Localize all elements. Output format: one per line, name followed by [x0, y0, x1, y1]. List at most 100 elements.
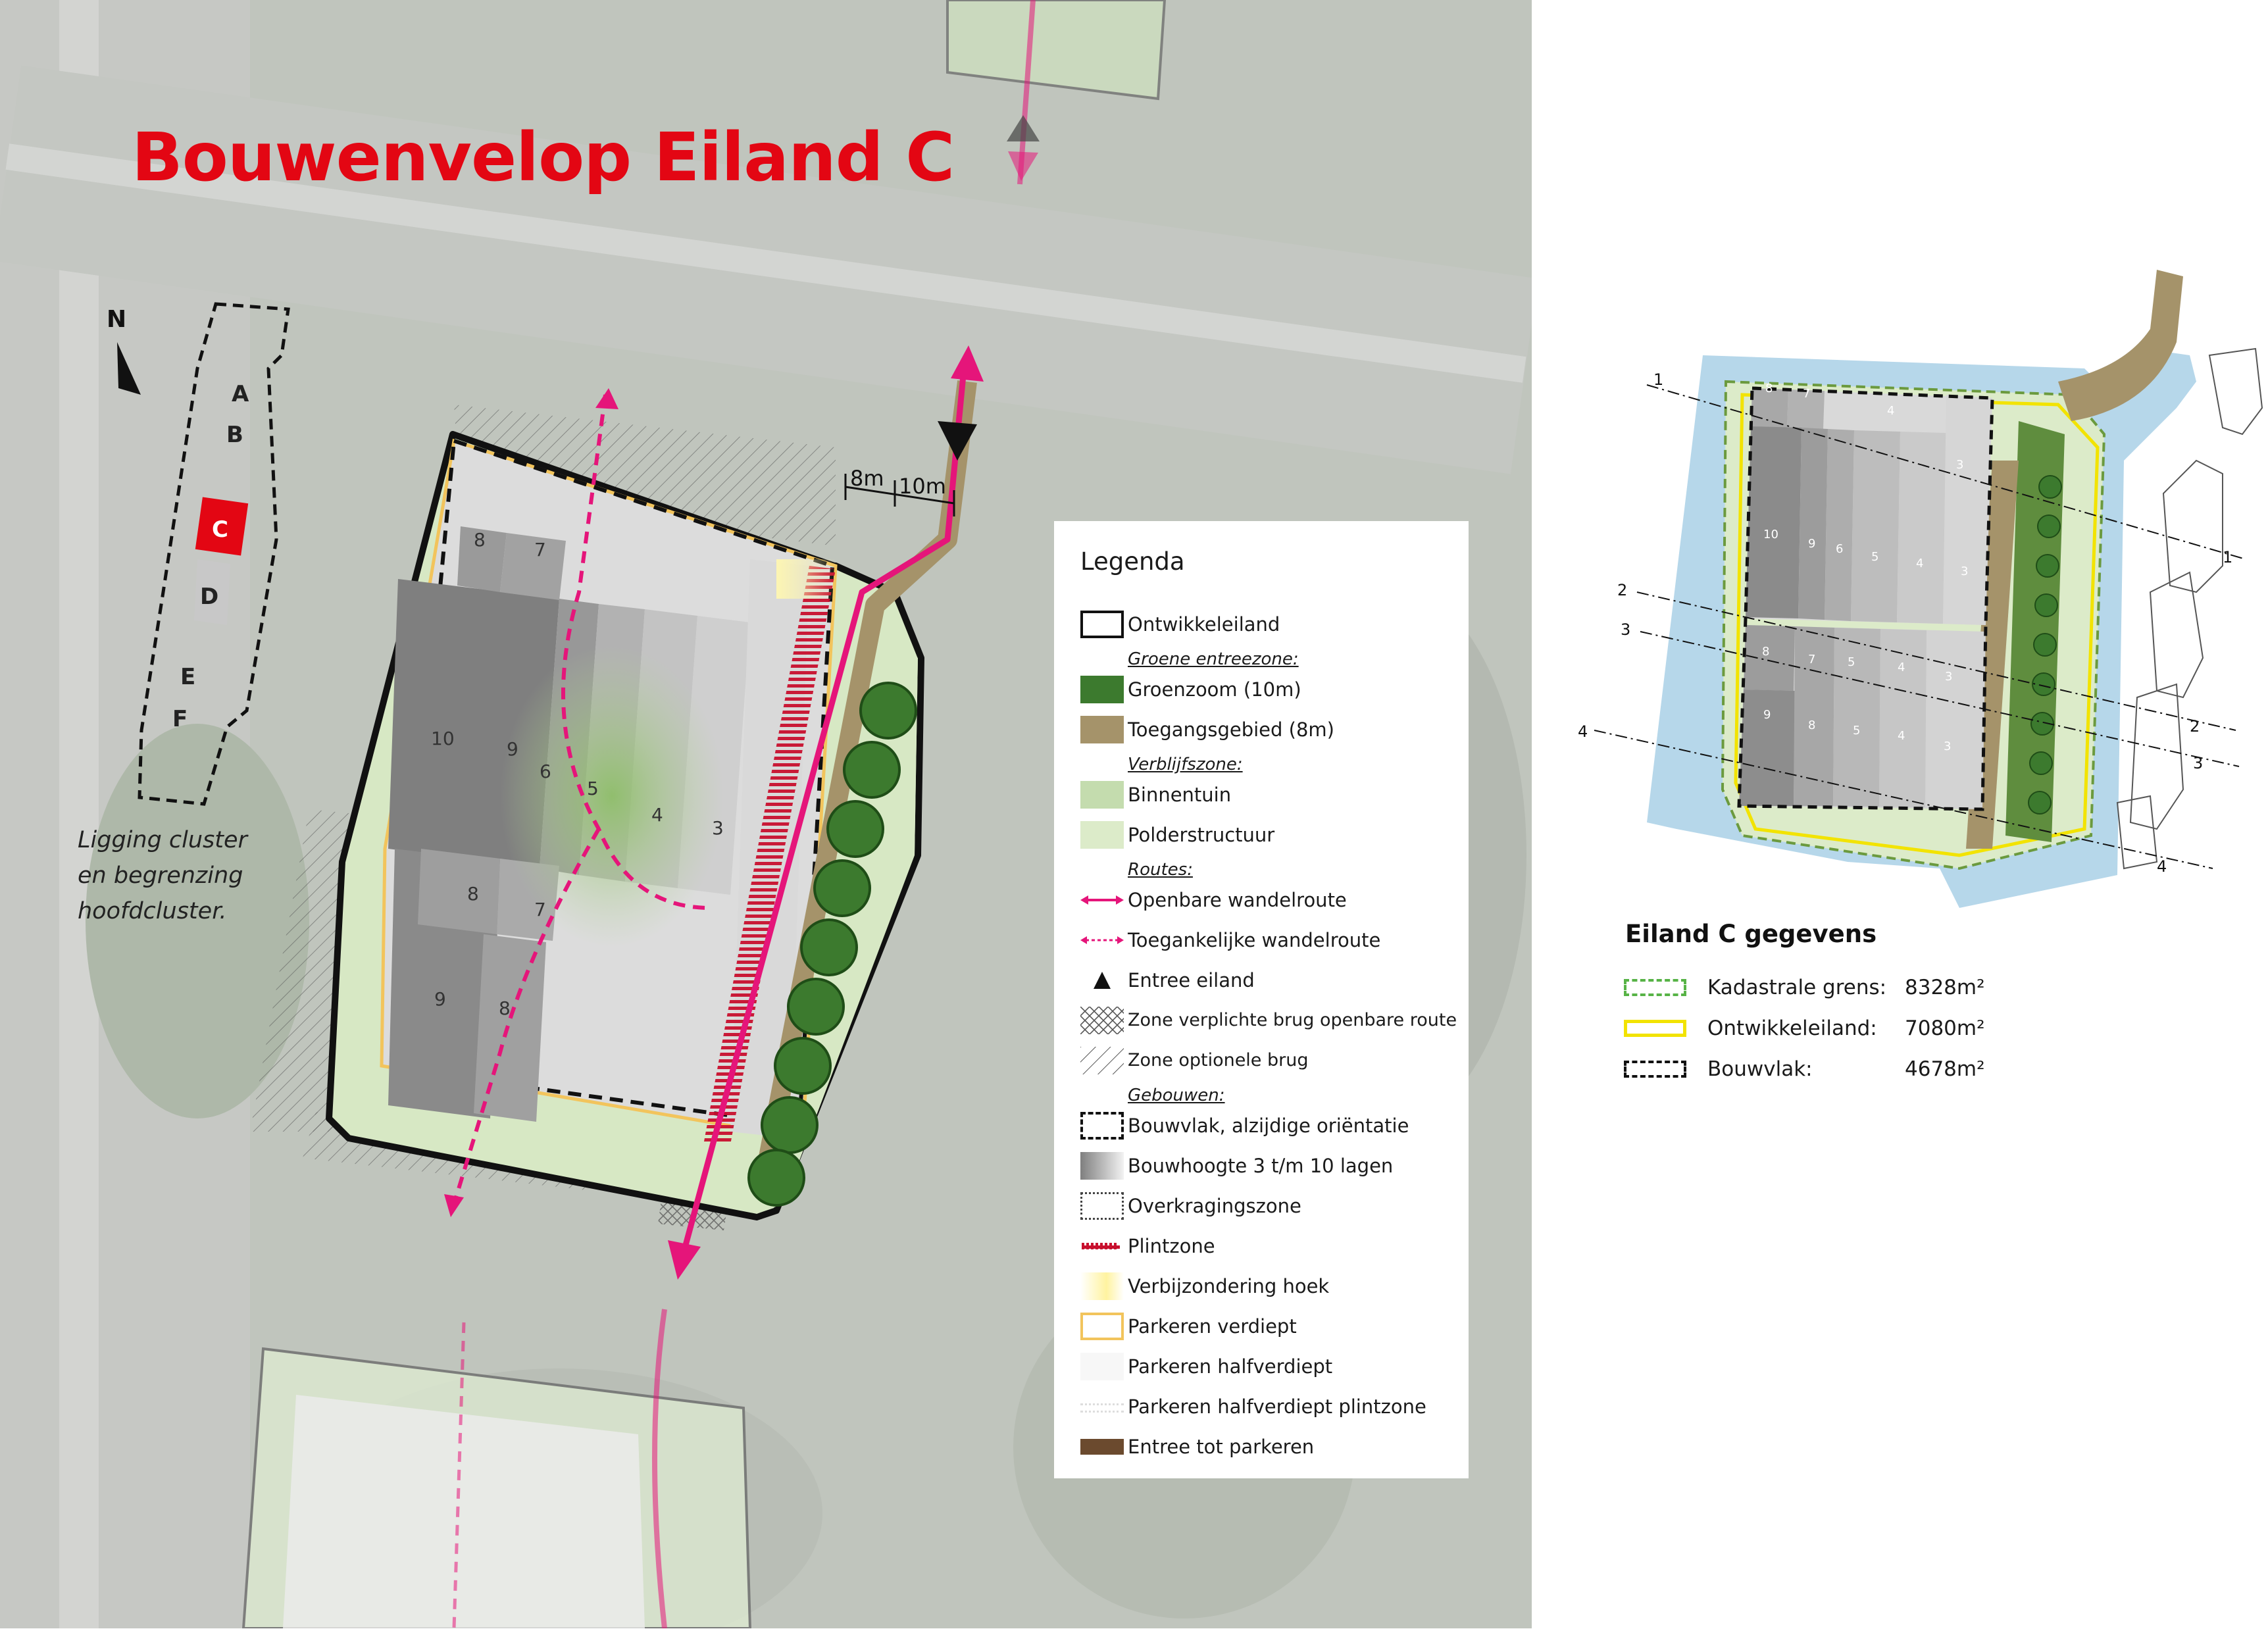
section-lines [1594, 384, 2246, 869]
legend-item: Groenzoom (10m) [1080, 669, 1469, 709]
legend-item: Toegangsgebied (8m) [1080, 709, 1469, 749]
section-height-s-8: 4 [1898, 729, 1905, 743]
section-height-s-5: 9 [1763, 708, 1771, 722]
section-height-s-2: 5 [1848, 655, 1855, 669]
cluster-label-a: A [232, 381, 249, 407]
bouwvlak-swatch [1080, 1111, 1124, 1140]
section-height-s-0: 8 [1762, 645, 1769, 659]
data-value: 7080m² [1905, 1016, 1985, 1040]
section-h6-n [1825, 429, 1854, 621]
data-row-bouwvlak: Bouwvlak: 4678m² [1624, 1049, 1985, 1090]
bouwvlak-data-swatch [1624, 1061, 1686, 1078]
section-tree-row [2028, 475, 2062, 815]
data-label: Ontwikkeleiland: [1707, 1016, 1877, 1040]
entree-eiland-triangle [938, 421, 977, 461]
legend-heading-label: Verblijfszone: [1128, 755, 1243, 774]
legend-heading-label: Routes: [1128, 860, 1193, 880]
plintzone [704, 566, 836, 1145]
toegankelijke-arrow-north [595, 388, 618, 409]
plan-height-s-3: 8 [499, 997, 511, 1019]
section-h5-n [1851, 430, 1900, 622]
legend-label: Toegankelijke wandelroute [1128, 928, 1381, 951]
legend-label: Bouwvlak, alzijdige oriëntatie [1128, 1114, 1409, 1137]
plan-height-s-1: 7 [534, 899, 546, 920]
legend-panel: Legenda Ontwikkeleiland Groene entreezon… [1054, 521, 1469, 1478]
height-8-south-a [418, 849, 500, 934]
data-panel-title: Eiland C gegevens [1625, 920, 1877, 948]
legend-label: Ontwikkeleiland [1128, 613, 1280, 636]
bouwhoogte-swatch [1080, 1151, 1124, 1180]
section-height-s-6: 8 [1808, 718, 1815, 732]
legend-label: Parkeren halfverdiept [1128, 1355, 1333, 1378]
legend-label: Entree eiland [1128, 968, 1255, 991]
legend-item: Toegankelijke wandelroute [1080, 920, 1469, 960]
location-caption: Ligging cluster en begrenzing hoofdclust… [78, 822, 295, 929]
section-label-4-start: 4 [1578, 722, 1588, 741]
polderstructuur-swatch [1080, 820, 1124, 849]
section-label-1-end: 1 [2223, 548, 2232, 566]
route-north-faint-arrow [1008, 151, 1038, 181]
dimension-groen: 10m [899, 474, 946, 499]
legend-item: Entree eiland [1080, 960, 1469, 1000]
section-access-link [2058, 270, 2183, 421]
legend-title: Legenda [1080, 547, 1185, 576]
section-line-labels: 1 1 2 2 3 3 4 4 [1578, 370, 2232, 876]
legend-label: Bouwhoogte 3 t/m 10 lagen [1128, 1154, 1394, 1177]
north-arrow: N [107, 306, 141, 395]
route-south-faint [652, 1309, 667, 1629]
section-houses-east [2116, 347, 2263, 870]
legend-item: Verbijzondering hoek [1080, 1266, 1469, 1306]
kadastrale-grens-swatch [1624, 979, 1686, 996]
toegangsgebied-swatch [1080, 715, 1124, 743]
entree-parkeren-swatch [1080, 1438, 1124, 1455]
section-h4-n [1897, 432, 1946, 624]
legend-item: Plintzone [1080, 1226, 1469, 1266]
groenzoom-swatch [1080, 675, 1124, 703]
section-h9-n [1798, 428, 1828, 620]
section-h8-s [1744, 625, 1795, 691]
legend-label: Parkeren verdiept [1128, 1315, 1297, 1338]
brug-optioneel-swatch [1080, 1046, 1124, 1074]
legend-label: Plintzone [1128, 1234, 1215, 1257]
cluster-d-shade [194, 559, 230, 625]
binnentuin-glow [500, 645, 724, 947]
section-h3-n [1943, 395, 1992, 625]
height-8-south-b [474, 934, 546, 1122]
verbijzondering-hoek [776, 559, 836, 599]
legend-label: Polderstructuur [1128, 823, 1275, 846]
plan-height-labels: 8 7 10 9 6 5 4 3 8 7 9 8 [431, 529, 724, 1019]
legend-label: Parkeren halfverdiept plintzone [1128, 1395, 1426, 1418]
data-value: 4678m² [1905, 1057, 1985, 1081]
route-arrow-north [951, 345, 984, 382]
legend-item: Overkragingszone [1080, 1186, 1469, 1226]
legend-label: Zone verplichte brug openbare route [1128, 1010, 1457, 1030]
legend-label: Entree tot parkeren [1128, 1435, 1315, 1458]
plan-height-n-4: 6 [540, 761, 551, 782]
legend-item: Zone verplichte brug openbare route [1080, 1000, 1469, 1040]
openbare-route-icon [1080, 886, 1124, 914]
section-h9-s [1739, 690, 1795, 806]
section-height-n-4: 10 [1763, 528, 1778, 541]
data-row-kadastrale: Kadastrale grens: 8328m² [1624, 967, 1985, 1008]
tree-row [747, 682, 917, 1207]
section-label-1-start: 1 [1653, 370, 1663, 389]
legend-item: Parkeren verdiept [1080, 1306, 1469, 1346]
section-height-n-0: 8 [1765, 382, 1773, 395]
section-h7-s [1794, 626, 1834, 806]
section-height-labels: 8 7 4 3 10 9 6 5 4 3 8 7 5 4 3 9 8 5 4 3 [1762, 382, 1968, 753]
legend-item: Zone optionele brug [1080, 1040, 1469, 1080]
route-arrow-south [668, 1240, 701, 1280]
legend-label: Zone optionele brug [1128, 1050, 1309, 1070]
plan-height-n-2: 10 [431, 728, 455, 749]
legend-label: Openbare wandelroute [1128, 888, 1347, 911]
dimension-toegang: 8m [850, 466, 884, 491]
entree-triangle-north [1007, 115, 1040, 141]
data-panel: Kadastrale grens: 8328m² Ontwikkeleiland… [1624, 967, 1985, 1090]
map-panel: 8m 10m 8 7 10 9 6 5 4 3 8 7 9 8 A B C D [0, 0, 1538, 1631]
plintzone-swatch [1080, 1232, 1124, 1260]
plan-height-n-7: 3 [712, 817, 724, 839]
section-label-2-start: 2 [1617, 581, 1627, 599]
legend-item: Ontwikkeleiland [1080, 604, 1469, 644]
section-height-s-4: 3 [1945, 670, 1952, 684]
legend-label: Verbijzondering hoek [1128, 1274, 1330, 1297]
